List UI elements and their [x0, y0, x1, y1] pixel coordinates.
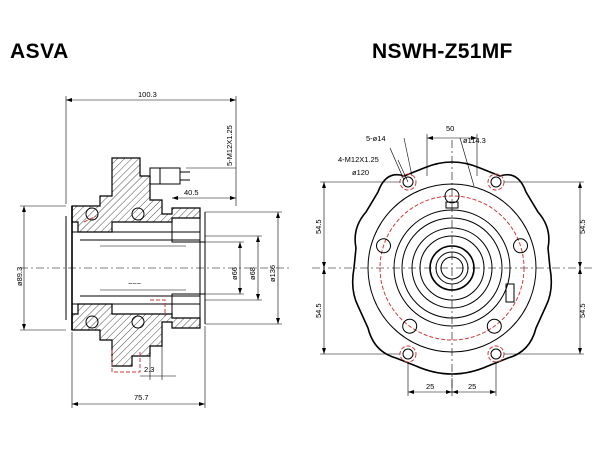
dim-length-75-7: 75.7 [134, 393, 149, 402]
flange-outline [351, 161, 553, 375]
dim-right-top: 54.5 [578, 219, 587, 234]
bearing-ball [131, 315, 145, 329]
dim-offset-2-3: 2.3 [144, 365, 154, 374]
stud-hole [513, 238, 528, 254]
bearing-ball [85, 207, 99, 221]
dim-pcd-114: ø114.3 [463, 136, 486, 145]
stud-hole [444, 188, 460, 204]
dim-overall-length: 100.3 [138, 90, 157, 99]
dim-width-50: 50 [446, 124, 454, 133]
dim-bore-diameter: ø89.3 [15, 267, 24, 286]
hub-ring [393, 209, 511, 327]
hub-top-section [71, 157, 201, 233]
hub-bottom-section [71, 303, 201, 367]
center-bore [429, 245, 475, 291]
stud-hole [402, 318, 418, 334]
stud-hole [486, 318, 502, 334]
dim-pilot-66: ø66 [230, 267, 239, 280]
dim-bottom-right: 25 [468, 382, 476, 391]
stud-hole [376, 238, 391, 254]
sensor-tab [505, 283, 515, 303]
dim-left-bottom: 54.5 [314, 303, 323, 318]
dim-pcd-120: ø120 [352, 168, 369, 177]
front-view [312, 134, 592, 396]
pcd-circle [379, 195, 525, 341]
side-section-view: ~~~ 100.3 5-M12X1.25 40.5 ø89.3 ø66 [15, 90, 290, 408]
bearing-ball [131, 207, 145, 221]
bearing-ball [85, 315, 99, 329]
dim-bottom-left: 25 [426, 382, 434, 391]
dim-pilot-68: ø68 [248, 267, 257, 280]
part-number: NSWH-Z51MF [372, 40, 513, 63]
hidden-feature [111, 350, 141, 373]
dim-flange-136: ø136 [268, 265, 277, 282]
flange-inner-ring [367, 183, 537, 353]
svg-text:~~~: ~~~ [128, 279, 142, 288]
dim-mount-thread: 4-M12X1.25 [338, 155, 379, 164]
brand-label: ASVA [10, 40, 69, 63]
dim-right-bottom: 54.5 [578, 303, 587, 318]
dim-left-top: 54.5 [314, 219, 323, 234]
dim-stud-holes: 5-ø14 [366, 134, 386, 143]
dim-stud-projection: 40.5 [184, 188, 199, 197]
stud-holes [376, 188, 528, 334]
wheel-stud [149, 167, 181, 185]
dim-stud-thread: 5-M12X1.25 [225, 125, 234, 166]
